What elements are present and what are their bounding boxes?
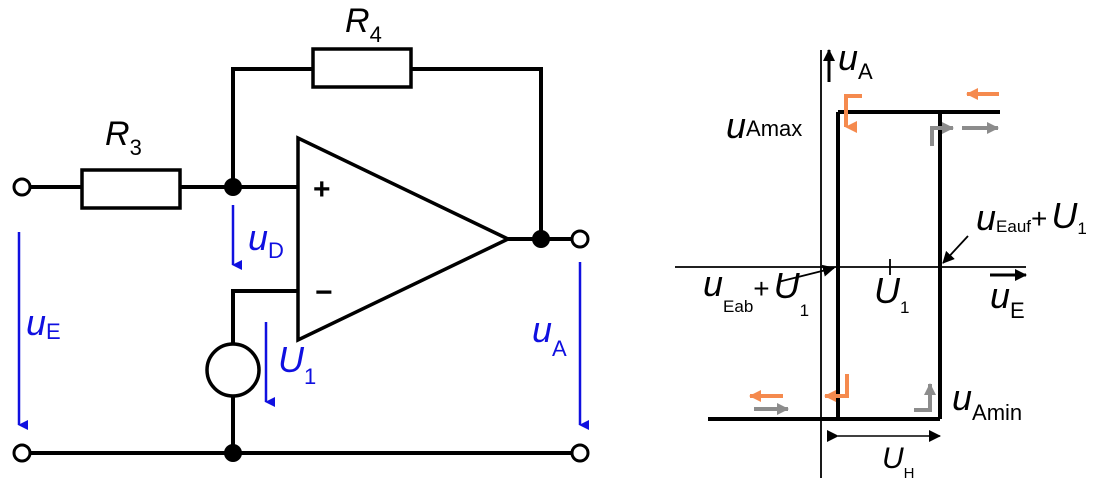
- label-u-eab-plus-u1: uEab+U1: [703, 263, 809, 320]
- terminal-output-ground: [570, 443, 590, 463]
- wire-minus-input: [231, 289, 298, 343]
- label-u-amax: uAmax: [726, 105, 802, 146]
- node-ground: [224, 444, 242, 462]
- terminal-input: [12, 177, 32, 197]
- circuit-diagram: [29, 47, 573, 455]
- label-u-amin: uAmin: [952, 377, 1022, 425]
- hysteresis-characteristic: uA uE uAmax uAmin uEauf+U1 uEab+U1 U1 UH: [675, 37, 1087, 482]
- label-r4: R4: [345, 2, 382, 47]
- orange-arrow-bottom-corner: [824, 374, 849, 402]
- label-u-d: uD: [248, 217, 284, 263]
- pointer-u-eauf: [942, 235, 969, 264]
- label-u-a: uA: [532, 309, 567, 361]
- label-x-axis: uE: [990, 275, 1025, 323]
- label-r3: R3: [105, 115, 142, 160]
- wire-feedback-right: [411, 67, 543, 239]
- resistor-r3: [80, 168, 182, 210]
- node-output: [532, 230, 550, 248]
- node-plus-input: [224, 178, 242, 196]
- op-amp-triangle: [296, 135, 513, 343]
- plus-input-sign: +: [313, 173, 331, 206]
- gray-arrow-bottom-corner: [914, 383, 936, 412]
- pointer-u-eab: [777, 264, 835, 283]
- label-u-1: U1: [278, 339, 316, 389]
- terminal-input-ground: [12, 443, 32, 463]
- label-u-e: uE: [26, 302, 61, 344]
- orange-arrow-top-corner: [844, 94, 862, 133]
- resistor-r4: [311, 47, 413, 89]
- gray-arrow-top-corner: [930, 122, 954, 146]
- label-u1-tick: U1: [874, 270, 909, 317]
- label-y-axis: uA: [838, 37, 873, 84]
- label-hysteresis-width: UH: [882, 442, 915, 482]
- wire-feedback-left: [231, 67, 313, 187]
- minus-input-sign: −: [315, 276, 333, 309]
- label-u-eauf-plus-u1: uEauf+U1: [976, 195, 1087, 238]
- voltage-source-u1: [205, 342, 261, 398]
- terminal-output: [570, 229, 590, 249]
